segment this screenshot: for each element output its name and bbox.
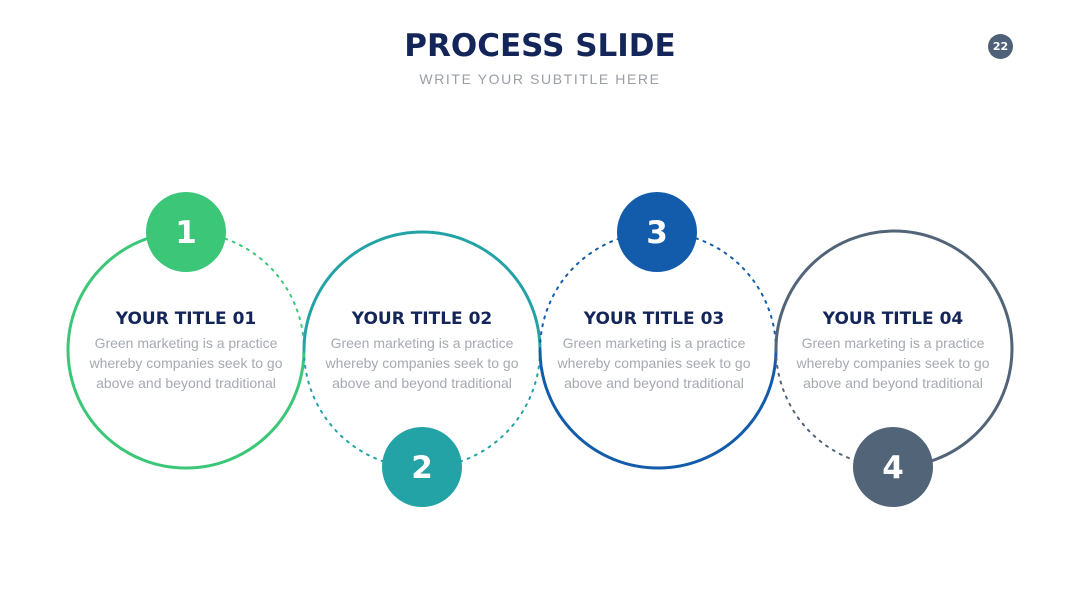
process-step-3: 3 YOUR TITLE 03 Green marketing is a pra… bbox=[538, 192, 778, 470]
step-4-desc-line-2: whereby companies seek to go bbox=[796, 355, 990, 371]
step-3-number: 3 bbox=[646, 215, 668, 251]
step-4-desc-line-3: above and beyond traditional bbox=[803, 375, 983, 391]
step-1-ring-solid bbox=[66, 230, 306, 470]
process-step-2: 2 YOUR TITLE 02 Green marketing is a pra… bbox=[302, 230, 542, 507]
step-1-number-badge bbox=[146, 192, 226, 272]
step-2-desc-line-3: above and beyond traditional bbox=[332, 375, 512, 391]
step-3-ring-solid bbox=[538, 349, 778, 470]
step-2-number: 2 bbox=[411, 450, 433, 486]
step-4-desc-line-1: Green marketing is a practice bbox=[802, 335, 985, 351]
step-2-number-badge bbox=[382, 427, 462, 507]
step-2-ring-solid bbox=[302, 230, 542, 351]
step-3-number-badge bbox=[617, 192, 697, 272]
process-step-1: 1 YOUR TITLE 01 Green marketing is a pra… bbox=[66, 192, 306, 470]
step-3-desc-line-1: Green marketing is a practice bbox=[563, 335, 746, 351]
slide-title: PROCESS SLIDE bbox=[404, 28, 676, 64]
step-4-number-badge bbox=[853, 427, 933, 507]
step-1-number: 1 bbox=[175, 215, 197, 251]
step-1-desc-line-2: whereby companies seek to go bbox=[89, 355, 283, 371]
step-4-ring-dotted bbox=[775, 349, 893, 468]
step-4-title: YOUR TITLE 04 bbox=[822, 309, 964, 329]
slide-subtitle: WRITE YOUR SUBTITLE HERE bbox=[419, 71, 661, 87]
page-number-badge: 22 bbox=[988, 34, 1013, 59]
step-1-desc-line-3: above and beyond traditional bbox=[96, 375, 276, 391]
step-1-desc-line-1: Green marketing is a practice bbox=[95, 335, 278, 351]
step-1-title: YOUR TITLE 01 bbox=[115, 309, 257, 329]
step-2-title: YOUR TITLE 02 bbox=[351, 309, 493, 329]
step-4-number: 4 bbox=[882, 450, 904, 486]
step-3-desc-line-2: whereby companies seek to go bbox=[557, 355, 751, 371]
step-3-title: YOUR TITLE 03 bbox=[583, 309, 725, 329]
step-2-desc-line-2: whereby companies seek to go bbox=[325, 355, 519, 371]
process-step-4: 4 YOUR TITLE 04 Green marketing is a pra… bbox=[774, 229, 1014, 507]
step-3-desc-line-3: above and beyond traditional bbox=[564, 375, 744, 391]
step-4-ring-solid bbox=[774, 229, 1014, 469]
step-2-desc-line-1: Green marketing is a practice bbox=[331, 335, 514, 351]
